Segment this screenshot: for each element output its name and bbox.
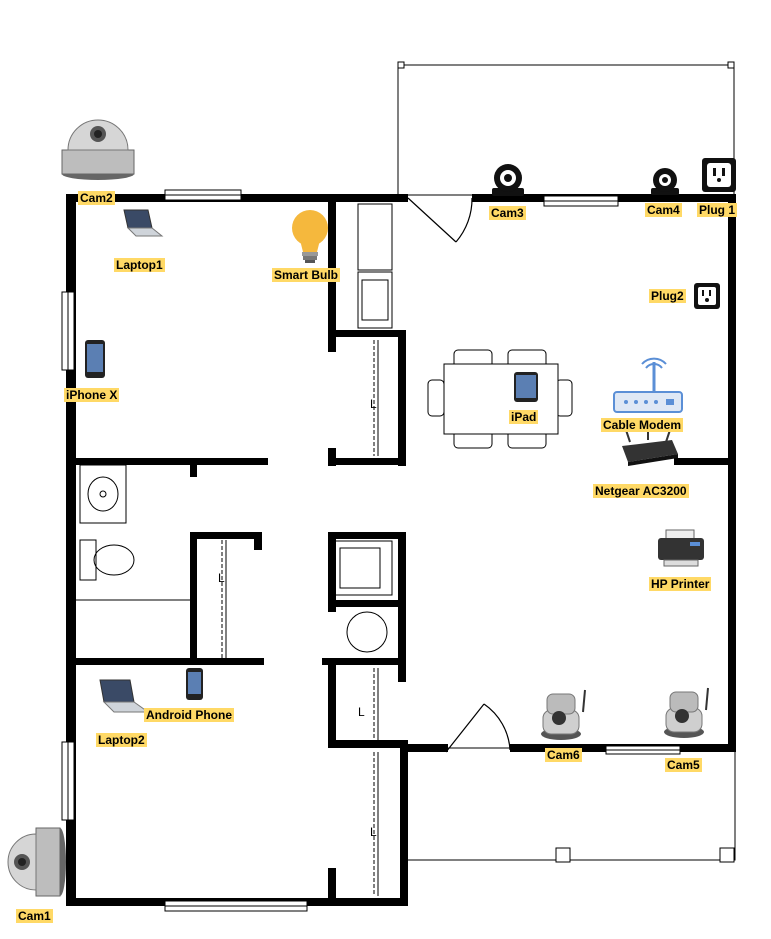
webcam-icon xyxy=(492,164,524,196)
cam3-label: Cam3 xyxy=(489,206,526,220)
cable-modem-label: Cable Modem xyxy=(601,418,684,432)
phone-icon xyxy=(186,668,203,700)
webcam-icon xyxy=(651,168,679,195)
windows xyxy=(61,189,681,912)
ptz-camera-icon xyxy=(541,689,586,740)
cam5-label: Cam5 xyxy=(665,758,702,772)
router-icon xyxy=(622,428,678,466)
laptop-icon xyxy=(99,679,150,713)
outlet-icon xyxy=(702,158,736,192)
laptop2-label: Laptop2 xyxy=(96,733,147,747)
outlet-icon xyxy=(694,283,720,309)
svg-text:L: L xyxy=(358,705,365,719)
cam6-label: Cam6 xyxy=(545,748,582,762)
ipad-label: iPad xyxy=(509,410,539,424)
printer-label: HP Printer xyxy=(649,577,712,591)
dining-table xyxy=(427,349,573,449)
fixtures: L L L L xyxy=(76,203,393,896)
cam2-label: Cam2 xyxy=(78,191,115,205)
laptop1-label: Laptop1 xyxy=(114,258,165,272)
cam4-label: Cam4 xyxy=(645,203,682,217)
cam1-label: Cam1 xyxy=(16,909,53,923)
printer-icon xyxy=(658,529,704,567)
plug2-label: Plug2 xyxy=(649,289,686,303)
android-phone-label: Android Phone xyxy=(144,708,234,722)
doors xyxy=(407,197,511,753)
plug1-label: Plug 1 xyxy=(697,203,738,217)
svg-text:L: L xyxy=(370,825,377,839)
dome-camera-icon xyxy=(7,827,66,897)
tablet-icon xyxy=(514,372,538,402)
lightbulb-icon xyxy=(292,210,328,263)
svg-text:L: L xyxy=(218,571,225,585)
modem-icon xyxy=(613,357,683,413)
laptop-icon xyxy=(123,209,164,237)
smart-bulb-label: Smart Bulb xyxy=(272,268,341,282)
phone-icon xyxy=(85,340,105,378)
dome-camera-icon xyxy=(61,119,135,180)
router-label: Netgear AC3200 xyxy=(593,484,689,498)
ptz-camera-icon xyxy=(664,687,709,738)
svg-text:L: L xyxy=(370,397,377,411)
iphone-x-label: iPhone X xyxy=(64,388,120,402)
